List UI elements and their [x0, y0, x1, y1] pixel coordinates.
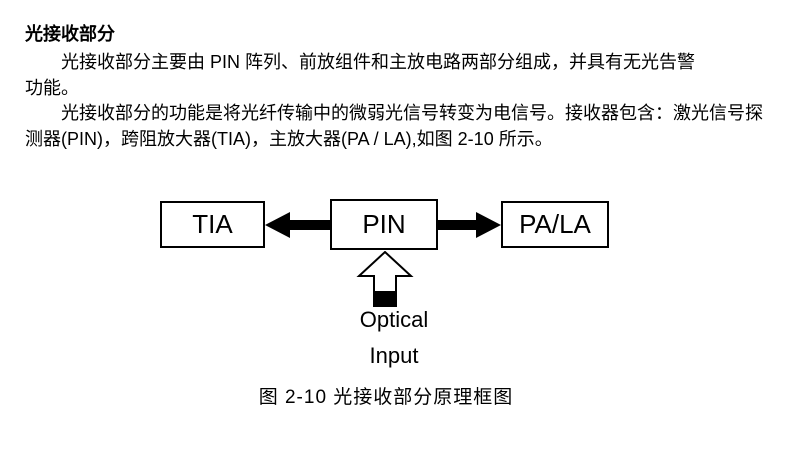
figure-caption: 图 2-10 光接收部分原理框图 — [258, 387, 514, 408]
pala-box-label: PA/LA — [519, 209, 591, 239]
optical-label: Optical — [359, 307, 429, 332]
optical-input-arrow-icon — [356, 251, 414, 307]
arrow-left-icon — [265, 212, 330, 238]
tia-box-label: TIA — [192, 209, 233, 239]
arrow-right-icon — [438, 212, 501, 238]
pin-box: PIN — [330, 199, 438, 250]
pala-box: PA/LA — [501, 201, 609, 248]
input-label: Input — [369, 343, 419, 368]
paragraph-1-line-2: 功能。 — [25, 78, 79, 98]
tia-box: TIA — [160, 201, 265, 248]
paragraph-2-line-1: 光接收部分的功能是将光纤传输中的微弱光信号转变为电信号。接收器包含：激光信号探 — [61, 103, 763, 123]
paragraph-1-line-1: 光接收部分主要由 PIN 阵列、前放组件和主放电路两部分组成，并具有无光告警 — [61, 52, 696, 72]
section-heading: 光接收部分 — [25, 24, 115, 44]
paragraph-2-line-2: 测器(PIN)，跨阻放大器(TIA)，主放大器(PA / LA),如图 2-10… — [25, 129, 553, 149]
pin-box-label: PIN — [362, 209, 406, 239]
